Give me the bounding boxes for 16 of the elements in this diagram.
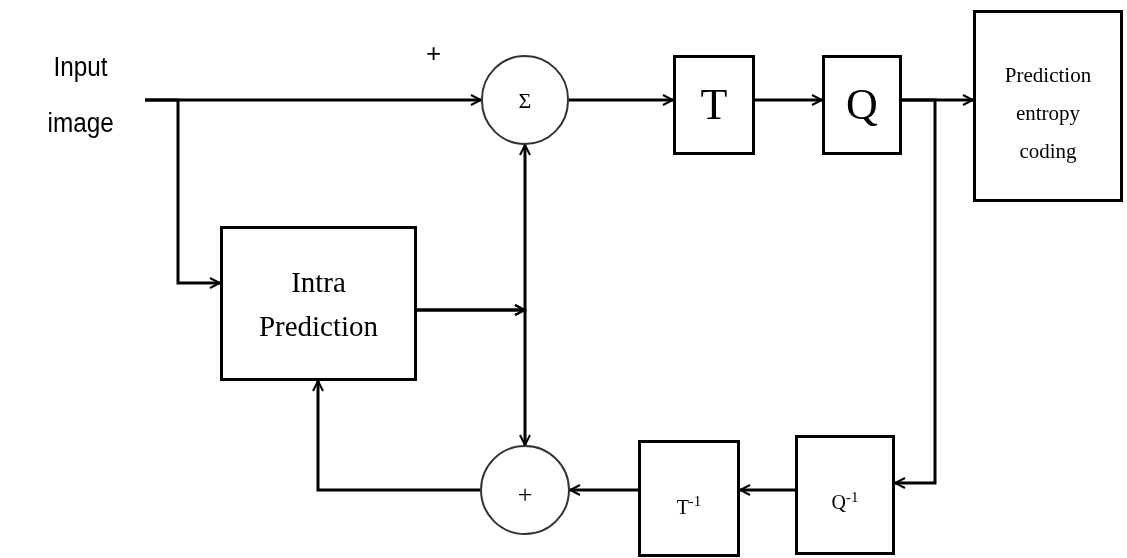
process-box: T$^{-1}$ bbox=[638, 440, 740, 557]
process-box: Prediction entropy coding bbox=[973, 10, 1123, 202]
process-box: Q$^{-1}$ bbox=[795, 435, 895, 555]
process-box: Intra Prediction bbox=[220, 226, 417, 381]
arrow bbox=[894, 98, 937, 489]
arrow bbox=[739, 484, 795, 496]
arrow bbox=[569, 484, 638, 496]
arrow bbox=[312, 380, 480, 492]
arrow bbox=[145, 98, 221, 289]
arrow bbox=[755, 94, 823, 106]
sign-label: + bbox=[426, 40, 442, 66]
input-label: Input image bbox=[0, 40, 145, 150]
arrow bbox=[417, 304, 531, 445]
process-box: Q bbox=[822, 55, 902, 155]
process-box: T bbox=[673, 55, 755, 155]
arrow bbox=[569, 94, 674, 106]
